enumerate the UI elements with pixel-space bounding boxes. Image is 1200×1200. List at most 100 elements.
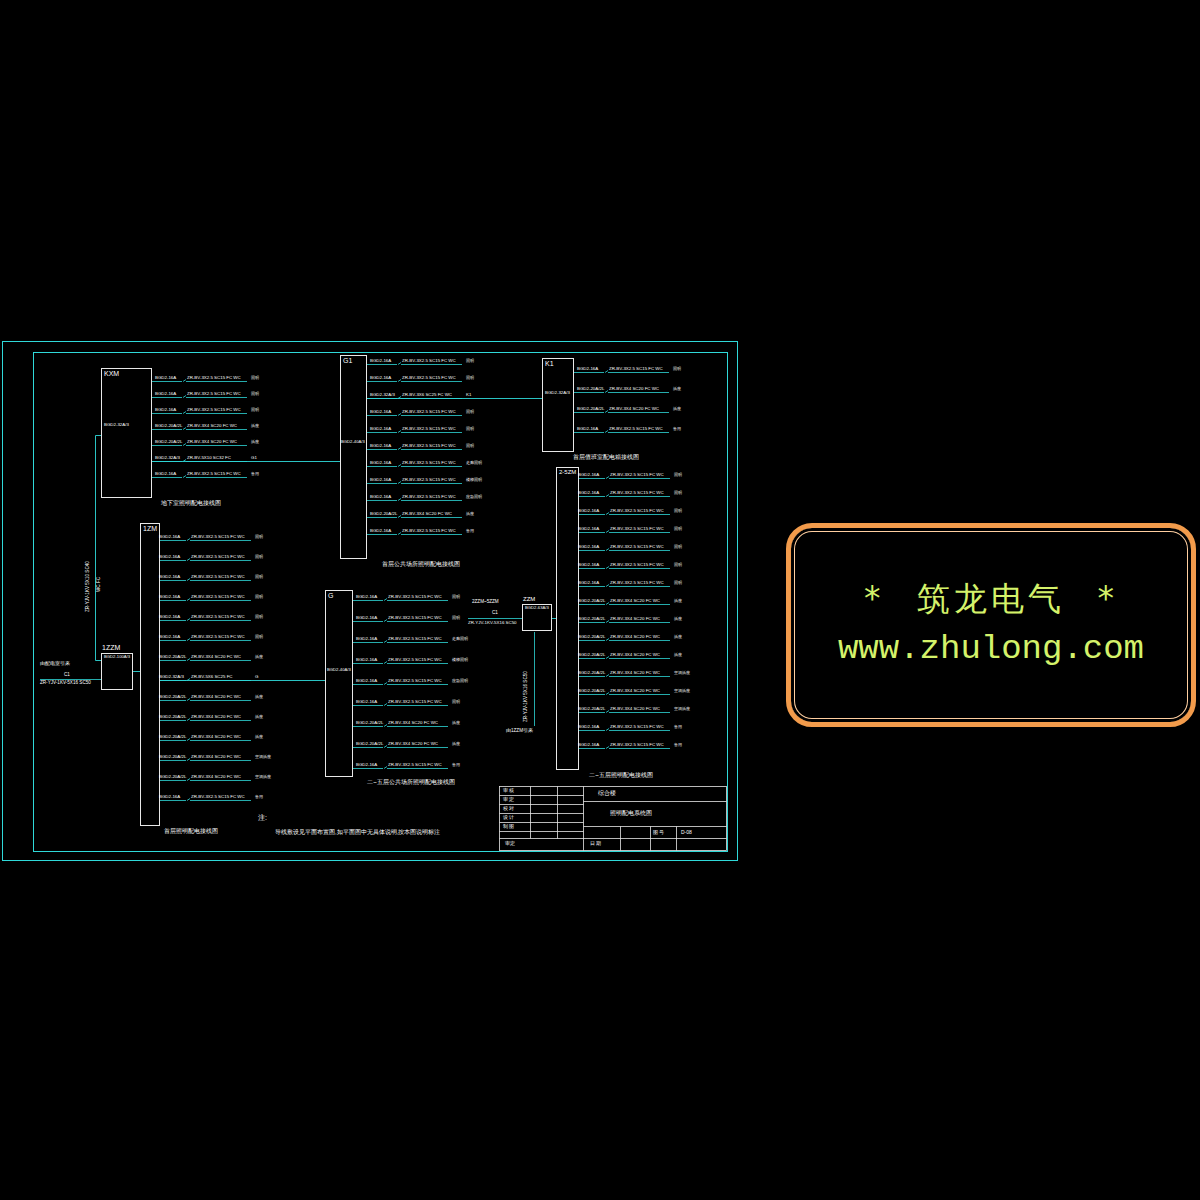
branch-circuit: [367, 414, 462, 416]
load-name: 空调插座: [255, 775, 271, 779]
breaker-spec: BGD2-16A: [356, 637, 377, 641]
cable-spec: ZR-BV-3X2.5 SC15 FC WC: [191, 795, 245, 799]
cable-spec: ZR-BV-3X2.5 SC15 FC WC: [609, 367, 663, 371]
inner-frame: [34, 353, 728, 852]
cable-spec: ZR-BV-3X4 SC20 FC WC: [191, 715, 241, 719]
branch-circuit: [575, 531, 670, 533]
branch-circuit: [156, 619, 251, 621]
breaker-spec: BGD2-20A/2L: [578, 653, 605, 657]
cable-spec: ZR-BV-3X4 SC20 FC WC: [388, 742, 438, 746]
load-name: 照明: [466, 444, 474, 448]
cable-spec: ZR-BV-3X2.5 SC15 FC WC: [610, 563, 664, 567]
cable-spec: ZR-BV-3X2.5 SC15 FC WC: [191, 635, 245, 639]
feeder-lines: [40, 619, 535, 727]
load-name: 照明: [255, 635, 263, 639]
panel-id: 1ZZM: [102, 644, 120, 652]
load-name: G: [255, 675, 258, 679]
cable-spec: ZR-BV-3X2.5 SC15 FC WC: [402, 495, 456, 499]
branch-circuit: [152, 380, 247, 382]
panel-id: ZZM: [523, 596, 535, 603]
branch-circuit: [575, 639, 670, 641]
breaker-spec: BGD2-16A: [578, 545, 599, 549]
breaker-spec: BGD2-32A/3: [545, 391, 570, 395]
cable-spec: ZR-BV-3X4 SC20 FC WC: [609, 387, 659, 391]
cable-spec: ZR-BV-3X2.5 SC15 FC WC: [402, 410, 456, 414]
cable-spec: ZR-BV-5X10 SC32 FC: [187, 456, 231, 460]
cable-spec: ZR-BV-3X4 SC20 FC WC: [191, 735, 241, 739]
cable-spec: ZR-YJV-1KV-5X16 SC50: [468, 621, 517, 625]
branch-circuit: [367, 499, 462, 501]
panel-caption: 首层照明配电接线图: [164, 828, 218, 835]
branch-circuit: [353, 704, 448, 706]
cable-spec: ZR-BV-3X2.5 SC15 FC WC: [191, 615, 245, 619]
breaker-spec: BGD2-32A/3: [370, 393, 395, 397]
load-name: 照明: [466, 376, 474, 380]
panel-id: G1: [343, 357, 364, 365]
branch-circuit: [575, 567, 670, 569]
drawing-number: D-08: [681, 830, 692, 835]
load-name: 插座: [674, 599, 682, 603]
feeder-connector: [552, 618, 556, 619]
title-cell: 审 定: [503, 797, 514, 802]
breaker-spec: BGD2-16A: [356, 679, 377, 683]
cable-spec: ZR-BV-3X2.5 SC15 FC WC: [610, 491, 664, 495]
load-name: 照明: [251, 408, 259, 412]
load-name: 备用: [255, 795, 263, 799]
branch-circuit: [353, 683, 448, 685]
cable-spec: ZR-BV-3X2.5 SC15 FC WC: [388, 700, 442, 704]
breaker-spec: BGD2-20A/2L: [578, 689, 605, 693]
cable-spec: ZR-BV-3X4 SC20 FC WC: [402, 512, 452, 516]
feeder-connector: [133, 671, 140, 672]
breaker-spec: BGD2-16A: [578, 563, 599, 567]
branch-circuit: [367, 363, 462, 365]
outer-frame: [3, 342, 738, 861]
distribution-panel: KXM地下室照明配电接线图: [101, 368, 152, 498]
load-name: 备用: [674, 743, 682, 747]
breaker-spec: BGD2-16A: [155, 376, 176, 380]
load-name: 楼梯照明: [466, 478, 482, 482]
breaker-spec: BGD2-16A: [159, 635, 180, 639]
branch-circuit: [353, 725, 448, 727]
breaker-spec: BGD2-16A: [577, 367, 598, 371]
breaker-spec: BGD2-16A: [370, 495, 391, 499]
load-name: 照明: [674, 491, 682, 495]
breaker-spec: BGD2-20A/2L: [155, 440, 182, 444]
source-note: 由1ZZM引来: [506, 729, 533, 734]
panel-caption: 二~五层照明配电接线图: [589, 772, 653, 779]
load-name: 照明: [674, 545, 682, 549]
breaker-spec: BGD2-16A: [159, 555, 180, 559]
load-name: 照明: [452, 616, 460, 620]
breaker-spec: BGD2-16A: [370, 444, 391, 448]
circuit-number: C1: [492, 611, 498, 616]
branch-circuit: [156, 799, 251, 801]
breaker-spec: BGD2-20A/2L: [577, 387, 604, 391]
breaker-spec: BGD2-16A: [370, 427, 391, 431]
load-name: 备用: [674, 725, 682, 729]
panel-id: K1: [545, 360, 571, 368]
breaker-spec: BGD2-63A/3: [525, 606, 549, 611]
cable-spec: ZR-BV-3X4 SC20 FC WC: [191, 655, 241, 659]
feeder-connector: [152, 461, 340, 462]
breaker-spec: BGD2-20A/2L: [356, 742, 383, 746]
branch-circuit: [575, 693, 670, 695]
load-name: 空调插座: [674, 671, 690, 675]
cable-spec: ZR-BV-3X2.5 SC15 FC WC: [388, 679, 442, 683]
branch-circuit: [353, 599, 448, 601]
cable-spec: ZR-BV-3X4 SC20 FC WC: [610, 707, 660, 711]
cable-spec: ZR-BV-5X6 SC25 FC: [191, 675, 232, 679]
breaker-spec: BGD2-32A/3: [104, 423, 129, 427]
breaker-spec: BGD2-16A: [578, 509, 599, 513]
load-name: 插座: [674, 653, 682, 657]
load-name: 插座: [466, 512, 474, 516]
branch-circuit: [156, 719, 251, 721]
breaker-spec: BGD2-20A/2L: [578, 617, 605, 621]
branch-circuit: [575, 711, 670, 713]
cable-spec: ZR-BV-3X2.5 SC15 FC WC: [191, 555, 245, 559]
branch-circuit: [156, 779, 251, 781]
cable-spec: ZR-BV-3X2.5 SC15 FC WC: [187, 376, 241, 380]
main-panel: ZZMBGD2-63A/3: [522, 604, 552, 631]
breaker-spec: BGD2-16A: [159, 595, 180, 599]
cable-spec: ZR-BV-3X2.5 SC15 FC WC: [388, 658, 442, 662]
cable-spec: ZR-BV-3X4 SC20 FC WC: [191, 775, 241, 779]
load-name: 插座: [674, 635, 682, 639]
